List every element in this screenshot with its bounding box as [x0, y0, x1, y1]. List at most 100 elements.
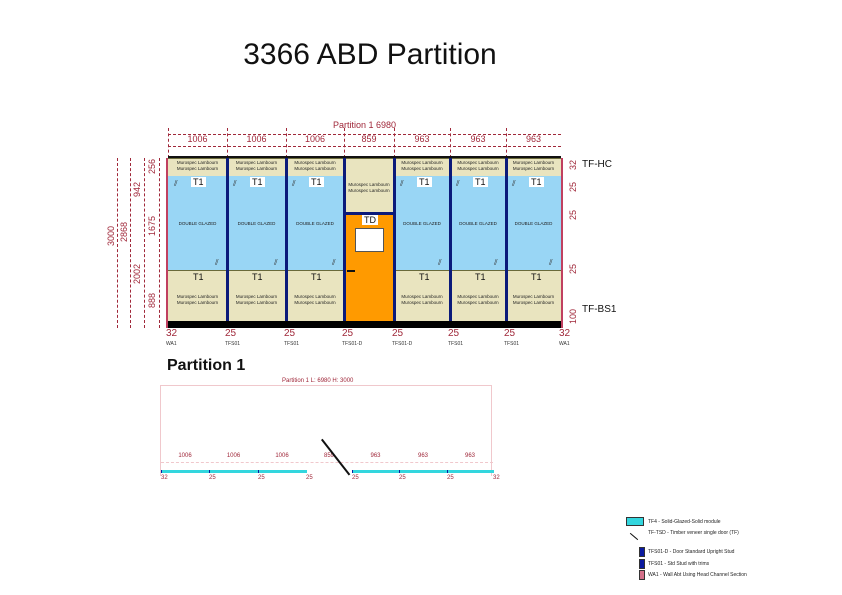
glass-label: DOUBLE GLAZED — [178, 221, 217, 226]
top-panel-finish-label: Murospec Lambourn — [176, 160, 219, 165]
door-handle — [347, 270, 355, 272]
bottom-solid-panel — [506, 270, 561, 322]
bottom-panel-finish-label: Murospec Lambourn — [457, 300, 499, 305]
stud-code-label: TFS01-D — [342, 341, 363, 347]
plan-module-segment — [161, 470, 210, 473]
height-dimension-line — [144, 158, 145, 328]
stud-code-label: TFS01 — [284, 341, 300, 347]
glass-label: DOUBLE GLAZED — [459, 221, 497, 226]
glass-label: DOUBLE GLAZED — [237, 221, 276, 226]
legend-item-label: WA1 - Wall Abt Using Head Channel Sectio… — [648, 572, 747, 578]
height-dimension-label: 888 — [147, 292, 157, 308]
height-dimension-label: 2868 — [119, 221, 129, 242]
glass-hatch-icon: ⫽ — [332, 258, 336, 267]
plan-width-label: 963 — [370, 453, 381, 459]
stud-width-label: 25 — [225, 328, 237, 339]
top-panel-finish-label: Murospec Lambourn — [457, 160, 499, 165]
blue-swatch-icon — [639, 559, 645, 569]
height-dimension-line — [159, 158, 160, 328]
top-panel-finish-label: Murospec Lambourn — [176, 166, 219, 171]
glass-hatch-icon: ⫽ — [215, 258, 219, 267]
plan-overall-label: Partition 1 L: 6980 H: 3000 — [282, 378, 354, 384]
plan-heading: Partition 1 — [167, 357, 246, 374]
top-solid-panel — [168, 158, 227, 177]
plan-module-segment — [209, 470, 259, 473]
glass-hatch-icon: ⫽ — [494, 258, 498, 267]
width-label: 963 — [414, 134, 430, 144]
height-dimension-label: 3000 — [106, 225, 116, 246]
stud-post — [393, 158, 396, 321]
glazed-panel — [394, 176, 450, 270]
stud-code-label: TFS01 — [504, 341, 520, 347]
overpanel-finish-label: Murospec Lambourn — [348, 188, 390, 193]
top-panel-finish-label: Murospec Lambourn — [401, 166, 443, 171]
pink-swatch-icon — [639, 570, 645, 580]
glazed-panel — [286, 176, 344, 270]
module-tag: T1 — [309, 177, 324, 187]
door-swing-icon — [629, 532, 639, 541]
dimension-tick — [344, 128, 345, 158]
wall-abutment-left — [166, 158, 168, 328]
bottom-panel-finish-label: Murospec Lambourn — [401, 300, 443, 305]
bottom-solid-panel — [286, 270, 344, 322]
height-dimension-label: 1675 — [147, 215, 157, 236]
plan-stud-label: 25 — [399, 475, 406, 481]
plan-outline — [160, 385, 492, 476]
plan-stud-label: 25 — [352, 475, 359, 481]
door-tag: TD — [362, 215, 378, 225]
overall-dimension-line — [168, 134, 561, 135]
plan-stud-label: 32 — [161, 475, 168, 481]
plan-module-segment — [352, 470, 400, 473]
top-solid-panel — [227, 158, 286, 177]
height-dimension-label: 256 — [147, 158, 157, 174]
top-solid-panel — [394, 158, 450, 177]
module-tag: T1 — [250, 177, 265, 187]
glazed-panel — [168, 176, 227, 270]
module-tag: T1 — [311, 272, 322, 282]
module-tag: T1 — [475, 272, 486, 282]
module-tag: T1 — [417, 177, 432, 187]
width-dimension-line — [168, 146, 561, 147]
bottom-solid-panel — [168, 270, 227, 322]
top-panel-finish-label: Murospec Lambourn — [294, 166, 336, 171]
top-solid-panel — [506, 158, 561, 177]
plan-width-label: 1006 — [226, 453, 241, 459]
legend-item-label: TFS01 - Std Stud with trims — [648, 561, 710, 567]
glass-hatch-icon: ⫽ — [438, 258, 442, 267]
plan-stud-label: 25 — [209, 475, 216, 481]
bottom-panel-finish-label: Murospec Lambourn — [294, 294, 336, 299]
head-track-label: TF-HC — [582, 159, 612, 170]
glass-hatch-icon: ⫽ — [456, 179, 460, 188]
bottom-panel-finish-label: Murospec Lambourn — [294, 300, 336, 305]
module-tag: T1 — [531, 272, 542, 282]
module-tag: T1 — [193, 272, 204, 282]
top-panel-finish-label: Murospec Lambourn — [235, 160, 278, 165]
plan-module-segment — [258, 470, 307, 473]
width-label: 963 — [525, 134, 542, 144]
top-panel-finish-label: Murospec Lambourn — [235, 166, 278, 171]
module-tag: T1 — [252, 272, 263, 282]
door-overpanel — [344, 158, 394, 213]
height-dimension-label: 2002 — [132, 263, 142, 284]
plan-stud-label: 25 — [258, 475, 265, 481]
plan-stud-label: 25 — [306, 475, 313, 481]
stud-width-label: 25 — [342, 328, 354, 339]
bottom-solid-panel — [394, 270, 450, 322]
plan-width-label: 1006 — [178, 453, 192, 459]
stud-width-label: 25 — [284, 328, 296, 339]
dimension-tick — [450, 128, 451, 158]
plan-width-label: 963 — [417, 453, 428, 459]
plan-module-segment — [399, 470, 448, 473]
head-channel — [168, 156, 561, 158]
top-panel-finish-label: Murospec Lambourn — [401, 160, 443, 165]
door-vision-panel — [355, 228, 384, 252]
bottom-solid-panel — [450, 270, 506, 322]
dimension-tick — [394, 128, 395, 158]
right-dimension-label: 25 — [568, 181, 578, 192]
stud-post — [505, 158, 508, 321]
glazed-panel — [506, 176, 561, 270]
dimension-tick — [506, 128, 507, 158]
stud-post — [285, 158, 288, 321]
overpanel-finish-label: Murospec Lambourn — [348, 182, 390, 187]
